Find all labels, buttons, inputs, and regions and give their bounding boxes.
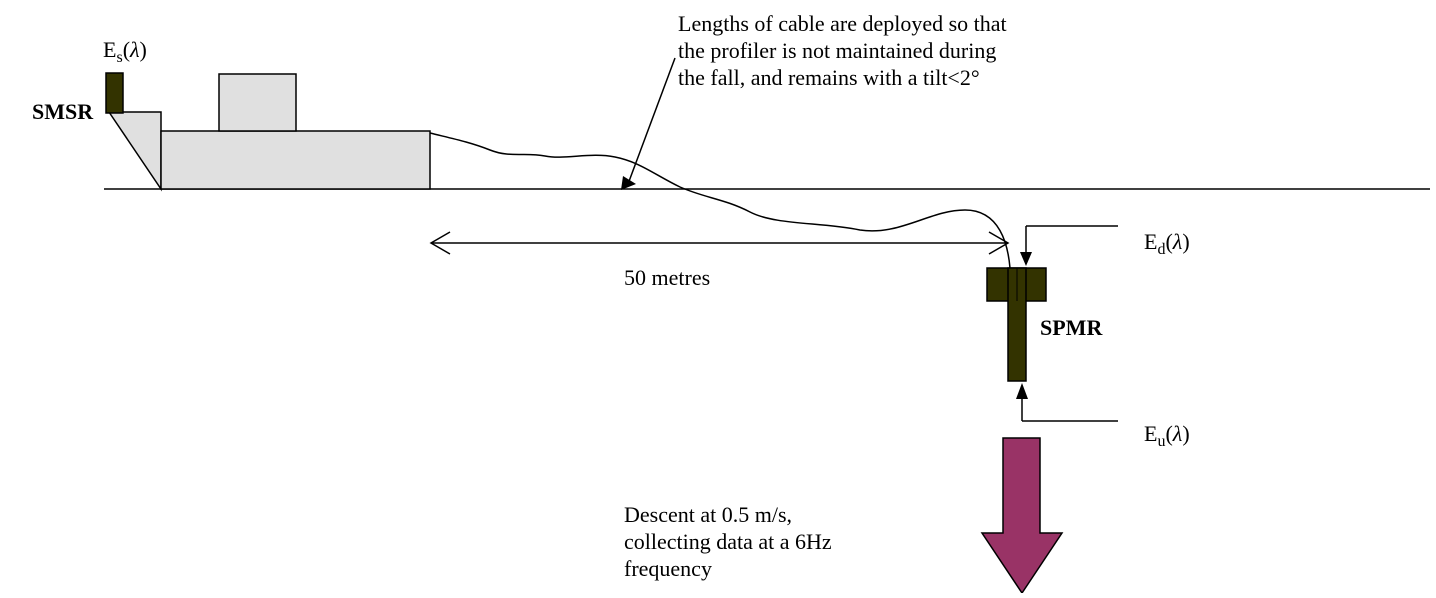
ed-base: E [1144,229,1158,254]
ed-close: ) [1182,229,1190,254]
ed-sub: d [1157,241,1166,258]
ship-hull [160,130,431,190]
descent-arrow [980,437,1064,595]
smsr-sensor [105,72,124,114]
ed-lambda: λ [1172,229,1183,254]
distance-arrow [429,231,1010,255]
es-base: E [103,37,117,62]
cable-pointer-line [627,57,676,185]
cable-note-line-3: the fall, and remains with a tilt<2° [678,65,980,90]
ed-open: ( [1165,229,1173,254]
descent-note-line-2: collecting data at a 6Hz [624,529,832,554]
spmr-profiler [986,267,1047,382]
eu-symbol: Eu(λ) [1144,420,1190,455]
ship [105,72,431,192]
descent-note: Descent at 0.5 m/s, collecting data at a… [624,501,832,582]
ship-bow [107,111,162,192]
ed-pointer [1020,225,1118,266]
eu-lambda: λ [1172,421,1183,446]
es-close: ) [139,37,147,62]
descent-note-line-3: frequency [624,556,712,581]
es-open: ( [122,37,131,62]
cable-note: Lengths of cable are deployed so that th… [678,10,1007,91]
distance-label: 50 metres [624,265,711,290]
ed-symbol: Ed(λ) [1144,228,1190,263]
cable-note-line-1: Lengths of cable are deployed so that [678,11,1007,36]
spmr-label: SPMR [1040,315,1103,340]
eu-sub: u [1157,433,1166,450]
eu-close: ) [1182,421,1190,446]
cable-line [429,132,1011,269]
eu-pointer [1016,383,1118,422]
cable-note-line-2: the profiler is not maintained during [678,38,997,63]
descent-note-line-1: Descent at 0.5 m/s, [624,502,793,527]
es-symbol: Es(λ) [103,36,147,71]
smsr-label: SMSR [32,99,94,124]
es-sub: s [116,49,123,66]
eu-open: ( [1165,421,1173,446]
eu-base: E [1144,421,1158,446]
ship-cabin [218,73,297,132]
es-lambda: λ [130,37,140,62]
